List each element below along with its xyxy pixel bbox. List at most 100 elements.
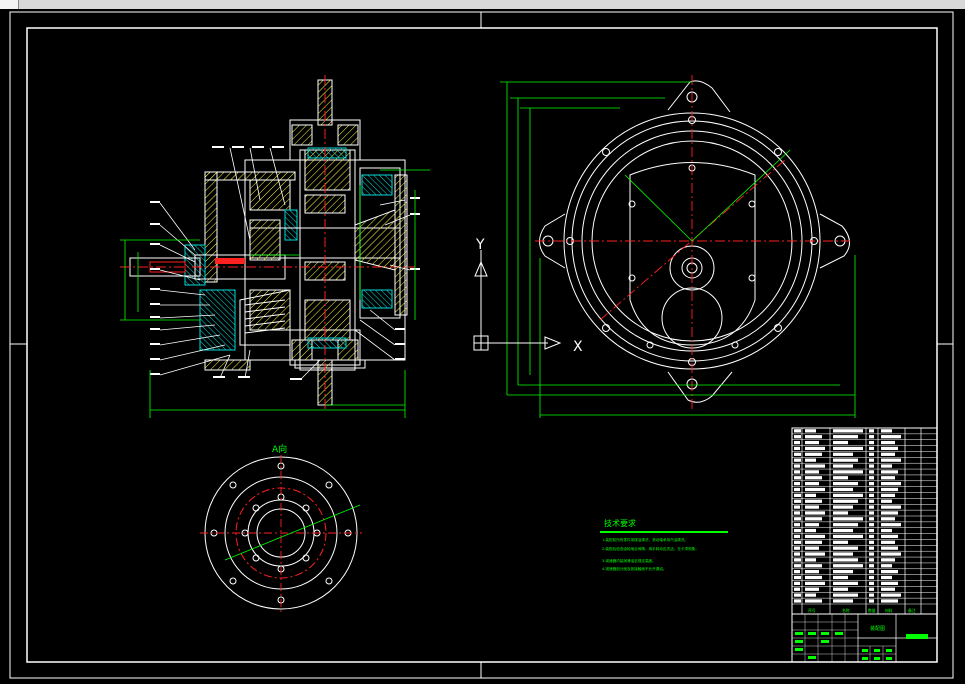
bom-cell-text <box>833 429 863 433</box>
bom-cell-text <box>833 523 858 527</box>
bom-cell-text <box>869 558 874 562</box>
bom-cell-text <box>833 581 858 585</box>
bom-cell-text <box>805 540 822 544</box>
bom-cell-text <box>869 487 874 492</box>
bom-cell-text <box>881 587 895 591</box>
axis-y-label: Y <box>475 237 485 253</box>
bom-cell-text <box>794 482 800 486</box>
bom-cell-text <box>794 534 800 539</box>
tech-line-3: 3.减速器内装润滑油至规定高度。 <box>602 558 656 563</box>
bom-cell-text <box>805 599 822 603</box>
bom-cell-text <box>881 499 892 503</box>
bom-cell-text <box>833 499 858 503</box>
bom-cell-text <box>881 552 901 556</box>
bom-cell-text <box>881 446 898 451</box>
bom-cell-text <box>869 517 874 521</box>
bom-cell-text <box>869 511 874 515</box>
bom-cell-text <box>805 523 819 527</box>
bom-cell-text <box>881 458 901 462</box>
bom-cell-text <box>805 458 816 462</box>
bom-cell-text <box>805 575 822 580</box>
bom-cell-text <box>833 575 848 580</box>
bom-cell-text <box>881 599 898 603</box>
bom-cell-text <box>794 581 800 585</box>
bom-cell-text <box>805 470 819 474</box>
drawing-name: 装配图 <box>870 625 885 632</box>
bom-cell-text <box>869 540 874 544</box>
bom-cell-text <box>869 470 874 474</box>
ucs-icon: Y X <box>473 237 583 355</box>
bom-cell-text <box>869 435 874 439</box>
bom-cell-text <box>869 464 874 468</box>
drawing-tab[interactable] <box>0 0 19 9</box>
bom-cell-text <box>833 476 848 480</box>
bom-cell-text <box>805 570 819 574</box>
bom-cell-text <box>794 587 800 591</box>
bom-cell-text <box>881 593 901 597</box>
bom-cell-text <box>794 558 801 562</box>
bom-cell-text <box>794 452 801 456</box>
bom-cell-text <box>869 446 874 451</box>
bom-cell-text <box>833 452 853 456</box>
bom-cell-text <box>869 570 874 574</box>
bill-of-materials: 序号 名称 数量 材料 备注 <box>791 427 938 615</box>
bom-cell-text <box>794 499 801 503</box>
bom-cell-text <box>881 581 898 585</box>
bom-cell-text <box>805 452 822 456</box>
bom-cell-text <box>869 499 874 503</box>
bom-cell-text <box>794 476 801 480</box>
bom-cell-text <box>794 435 801 439</box>
bom-cell-text <box>794 564 801 568</box>
bom-cell-text <box>869 575 874 580</box>
bom-cell-text <box>881 482 901 486</box>
bom-cell-text <box>805 440 819 445</box>
bom-cell-text <box>869 505 874 509</box>
bom-cell-text <box>881 440 895 445</box>
bom-cell-text <box>833 470 863 474</box>
bom-header-qty: 数量 <box>868 608 876 613</box>
bom-cell-text <box>833 435 858 439</box>
bom-cell-text <box>805 505 819 509</box>
bom-cell-text <box>833 587 848 591</box>
bom-cell-text <box>869 528 874 533</box>
bom-cell-text <box>833 440 848 445</box>
bom-cell-text <box>869 552 874 556</box>
view-a-label: A向 <box>272 443 287 455</box>
bom-cell-text <box>794 511 800 515</box>
bom-cell-text <box>869 440 874 445</box>
section-view <box>120 75 430 418</box>
bom-cell-text <box>869 593 874 597</box>
bom-cell-text <box>794 429 801 433</box>
bom-cell-text <box>805 435 822 439</box>
bom-cell-text <box>833 558 858 562</box>
cad-drawing-canvas[interactable]: Y X A向 <box>0 9 965 684</box>
bom-cell-text <box>833 493 863 497</box>
bom-cell-text <box>833 511 848 515</box>
bom-cell-text <box>869 452 874 456</box>
tech-line-4: 4.减速器剖分面及各接触面不允许漏油。 <box>602 566 667 571</box>
bom-cell-text <box>794 528 801 533</box>
bom-cell-text <box>805 511 825 515</box>
bom-cell-text <box>794 575 801 580</box>
bom-cell-text <box>833 464 853 468</box>
title-block: 装配图 <box>791 613 938 663</box>
bom-cell-text <box>805 564 822 568</box>
bom-cell-text <box>833 570 853 574</box>
bom-cell-text <box>881 435 901 439</box>
bom-cell-text <box>881 534 898 539</box>
bom-cell-text <box>794 552 800 556</box>
tech-line-1: 1.装配前所有零件用煤油清洗，滚动轴承用汽油清洗。 <box>602 537 688 542</box>
bom-cell-text <box>881 505 901 509</box>
bom-cell-text <box>794 464 800 468</box>
bom-cell-text <box>833 593 858 597</box>
bom-cell-text <box>833 552 853 556</box>
bom-cell-text <box>805 499 822 503</box>
bom-cell-text <box>805 493 816 497</box>
bom-cell-text <box>805 446 825 451</box>
bom-cell-text <box>869 581 874 585</box>
bom-cell-text <box>881 511 898 515</box>
bom-cell-text <box>805 482 819 486</box>
bom-cell-text <box>881 546 898 550</box>
bom-cell-text <box>794 523 800 527</box>
bom-cell-text <box>805 558 816 562</box>
